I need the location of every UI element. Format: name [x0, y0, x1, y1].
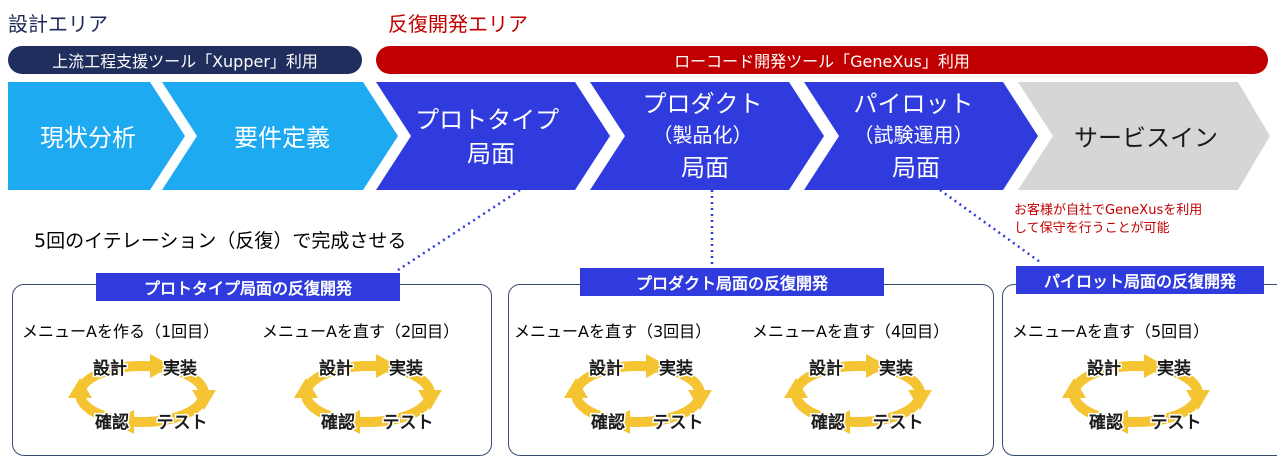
cycle-arrowhead [112, 410, 134, 434]
phase-chevron-pilot [804, 82, 1038, 190]
customer-note: お客様が自社でGeneXusを利用 して保守を行うことが可能 [1014, 202, 1202, 238]
phase-chevron-current-analysis [8, 82, 185, 190]
cycle-arrowhead [294, 378, 318, 398]
design-tool-bar: 上流工程支援ツール「Xupper」利用 [8, 46, 362, 74]
cycle-step-design: 設計 [319, 358, 353, 379]
cycle-step-implement: 実装 [659, 358, 693, 379]
cycle-step-confirm: 確認 [591, 412, 625, 433]
customer-note-line: お客様が自社でGeneXusを利用 [1014, 203, 1203, 218]
design-area-title: 設計エリア [8, 12, 108, 36]
cycle-arrowhead [1106, 410, 1128, 434]
cycle-step-test: テスト [1151, 413, 1202, 433]
cycle-step-confirm: 確認 [1089, 412, 1123, 433]
phase-label: プロトタイプ 局面 [415, 106, 567, 168]
cycle-arrowhead [1186, 390, 1210, 410]
phase-chevron-prototype [376, 82, 610, 190]
iteration-note: 5回のイテレーション（反復）で完成させる [34, 230, 407, 252]
phase-label: サービスイン [1074, 124, 1218, 152]
phase-label: 現状分析 [40, 124, 136, 152]
cycle-label: メニューAを直す（3回目） [514, 322, 712, 341]
customer-note-line: して保守を行うことが可能 [1014, 221, 1170, 236]
cycle-step-test: テスト [873, 413, 924, 433]
phase-label: プロダクト （製品化） 局面 [642, 90, 767, 182]
cycle-arrowhead [150, 354, 172, 378]
cycle-arrowhead [1144, 354, 1166, 378]
cycle-arrowhead [68, 378, 92, 398]
cycle-arrowhead [608, 410, 630, 434]
cycle-arrowhead [688, 390, 712, 410]
cycle-arrowhead [908, 390, 932, 410]
cycle-label: メニューAを作る（1回目） [22, 322, 220, 341]
cycle-step-confirm: 確認 [811, 412, 845, 433]
cycle-step-design: 設計 [809, 358, 843, 379]
cycle-arrowhead [784, 378, 808, 398]
cycle-arrowhead [192, 390, 216, 410]
cycle-arrowhead [376, 354, 398, 378]
cycle-step-implement: 実装 [163, 358, 197, 379]
cycle-arrowhead [646, 354, 668, 378]
phase-chevron-requirements [162, 82, 398, 190]
phase-flow: 現状分析 要件定義 プロトタイプ 局面 プロダクト （製品化） 局面 パイロット… [8, 82, 1270, 272]
iterative-tool-bar: ローコード開発ツール「GeneXus」利用 [376, 46, 1268, 74]
phase-chevron-service-in [1018, 82, 1270, 190]
iteration-title-pilot: パイロット局面の反復開発 [1016, 266, 1264, 294]
cycle-step-confirm: 確認 [95, 412, 129, 433]
cycle-arrowhead [338, 410, 360, 434]
connector-pilot [939, 188, 1041, 264]
cycle-arrowhead [564, 378, 588, 398]
phase-label: パイロット （試験運用） 局面 [853, 90, 978, 182]
cycle-step-design: 設計 [93, 358, 127, 379]
cycle-label: メニューAを直す（4回目） [752, 322, 950, 341]
cycle-step-implement: 実装 [389, 358, 423, 379]
cycle-arrowhead [1062, 378, 1086, 398]
iteration-title-product: プロダクト局面の反復開発 [580, 268, 884, 296]
cycle-arrowhead [418, 390, 442, 410]
phase-label: 要件定義 [234, 124, 330, 152]
cycle-step-implement: 実装 [879, 358, 913, 379]
iteration-title-prototype: プロトタイプ局面の反復開発 [96, 273, 400, 301]
cycle-step-implement: 実装 [1157, 358, 1191, 379]
cycle-label: メニューAを直す（2回目） [262, 322, 460, 341]
phase-chevron-product [590, 82, 824, 190]
iteration-box-product [508, 284, 994, 456]
cycle-arrowhead [828, 410, 850, 434]
cycle-step-design: 設計 [589, 358, 623, 379]
cycle-label: メニューAを直す（5回目） [1012, 322, 1210, 341]
cycle-step-test: テスト [653, 413, 704, 433]
cycle-step-confirm: 確認 [321, 412, 355, 433]
connector-prototype [397, 188, 521, 272]
iterative-area-title: 反復開発エリア [388, 12, 528, 36]
cycle-step-test: テスト [157, 413, 208, 433]
cycle-step-design: 設計 [1087, 358, 1121, 379]
cycle-arrowhead [866, 354, 888, 378]
cycle-step-test: テスト [383, 413, 434, 433]
